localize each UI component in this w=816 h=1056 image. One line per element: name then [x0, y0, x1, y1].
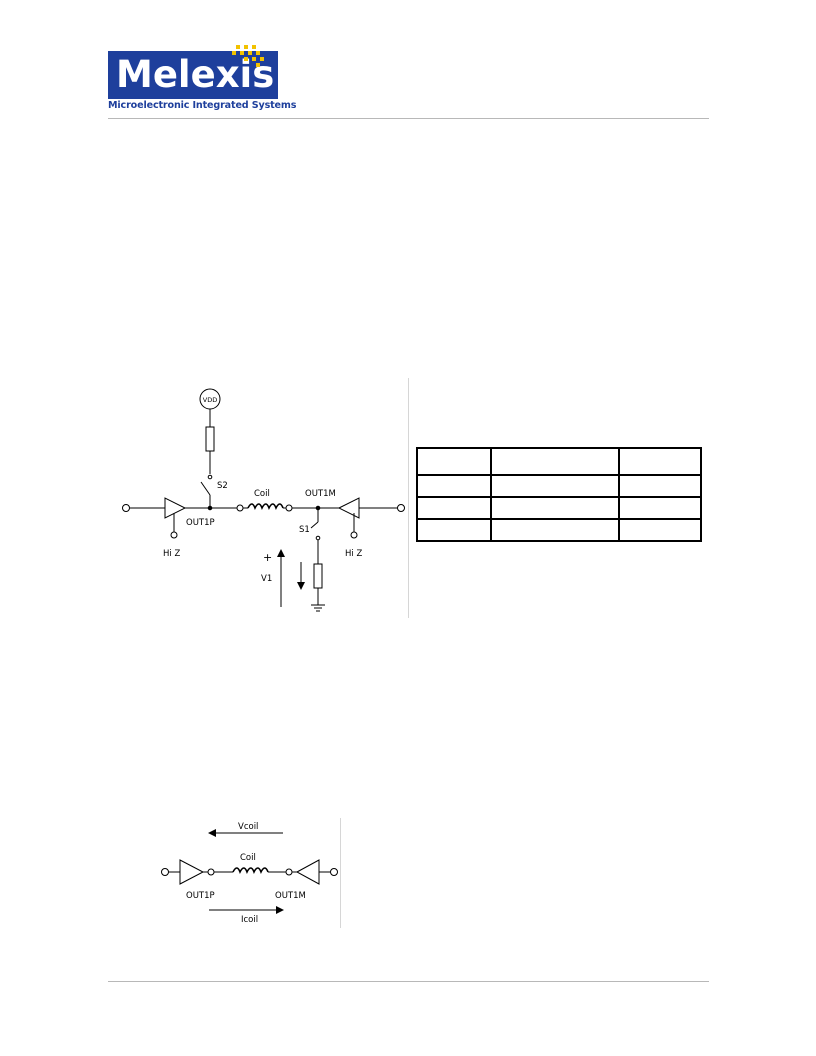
table-cell	[416, 496, 492, 520]
icoil-label: Icoil	[241, 915, 258, 925]
logo-dots-icon	[232, 45, 268, 67]
figure1-separator	[408, 378, 409, 618]
s2-switch-icon	[200, 481, 211, 496]
table-row	[416, 474, 702, 498]
coil2-label: Coil	[240, 853, 256, 863]
v1-label: V1	[261, 574, 272, 584]
right-buffer-icon	[337, 497, 360, 519]
table-row	[416, 447, 702, 476]
figure2-separator	[340, 818, 341, 928]
s1-switch-icon	[310, 521, 319, 529]
table-cell	[490, 474, 620, 498]
vdd-label: VDD	[203, 396, 217, 404]
coil-icon	[247, 503, 284, 510]
s1-label: S1	[299, 525, 310, 535]
hiz-left-label: Hi Z	[163, 549, 180, 559]
left-buffer-icon	[164, 497, 187, 519]
table-cell	[416, 474, 492, 498]
logo-tagline: Microelectronic Integrated Systems	[108, 100, 297, 111]
pulldown-resistor-icon	[313, 563, 323, 589]
hiz-right-label: Hi Z	[345, 549, 362, 559]
table-cell	[490, 518, 620, 542]
table-cell	[490, 447, 620, 476]
table-cell	[618, 447, 702, 476]
s2-label: S2	[217, 481, 228, 491]
coil2-icon	[232, 867, 269, 874]
table-cell	[618, 518, 702, 542]
figure1-circuit	[122, 388, 405, 612]
table-cell	[618, 496, 702, 520]
out1m-label: OUT1M	[305, 489, 336, 499]
table-row	[416, 518, 702, 542]
table-cell	[490, 496, 620, 520]
ground-icon	[311, 604, 325, 612]
table-cell	[416, 518, 492, 542]
switch-state-table	[416, 447, 702, 542]
vcoil-label: Vcoil	[238, 822, 258, 832]
plus-label: +	[263, 551, 272, 564]
table-cell	[618, 474, 702, 498]
fig2-out1m-label: OUT1M	[275, 891, 306, 901]
coil-label: Coil	[254, 489, 270, 499]
header-rule	[108, 118, 709, 119]
out1p-label: OUT1P	[186, 518, 215, 528]
table-row	[416, 496, 702, 520]
footer-rule	[108, 981, 709, 982]
out1p-buffer-icon	[179, 859, 205, 885]
figure2-circuit	[161, 829, 338, 914]
pullup-resistor-icon	[205, 426, 215, 452]
s1-contact-icon	[315, 535, 321, 541]
table-cell	[416, 447, 492, 476]
s2-contact-icon	[207, 474, 213, 480]
out1m-buffer-icon	[295, 859, 320, 885]
fig2-out1p-label: OUT1P	[186, 891, 215, 901]
